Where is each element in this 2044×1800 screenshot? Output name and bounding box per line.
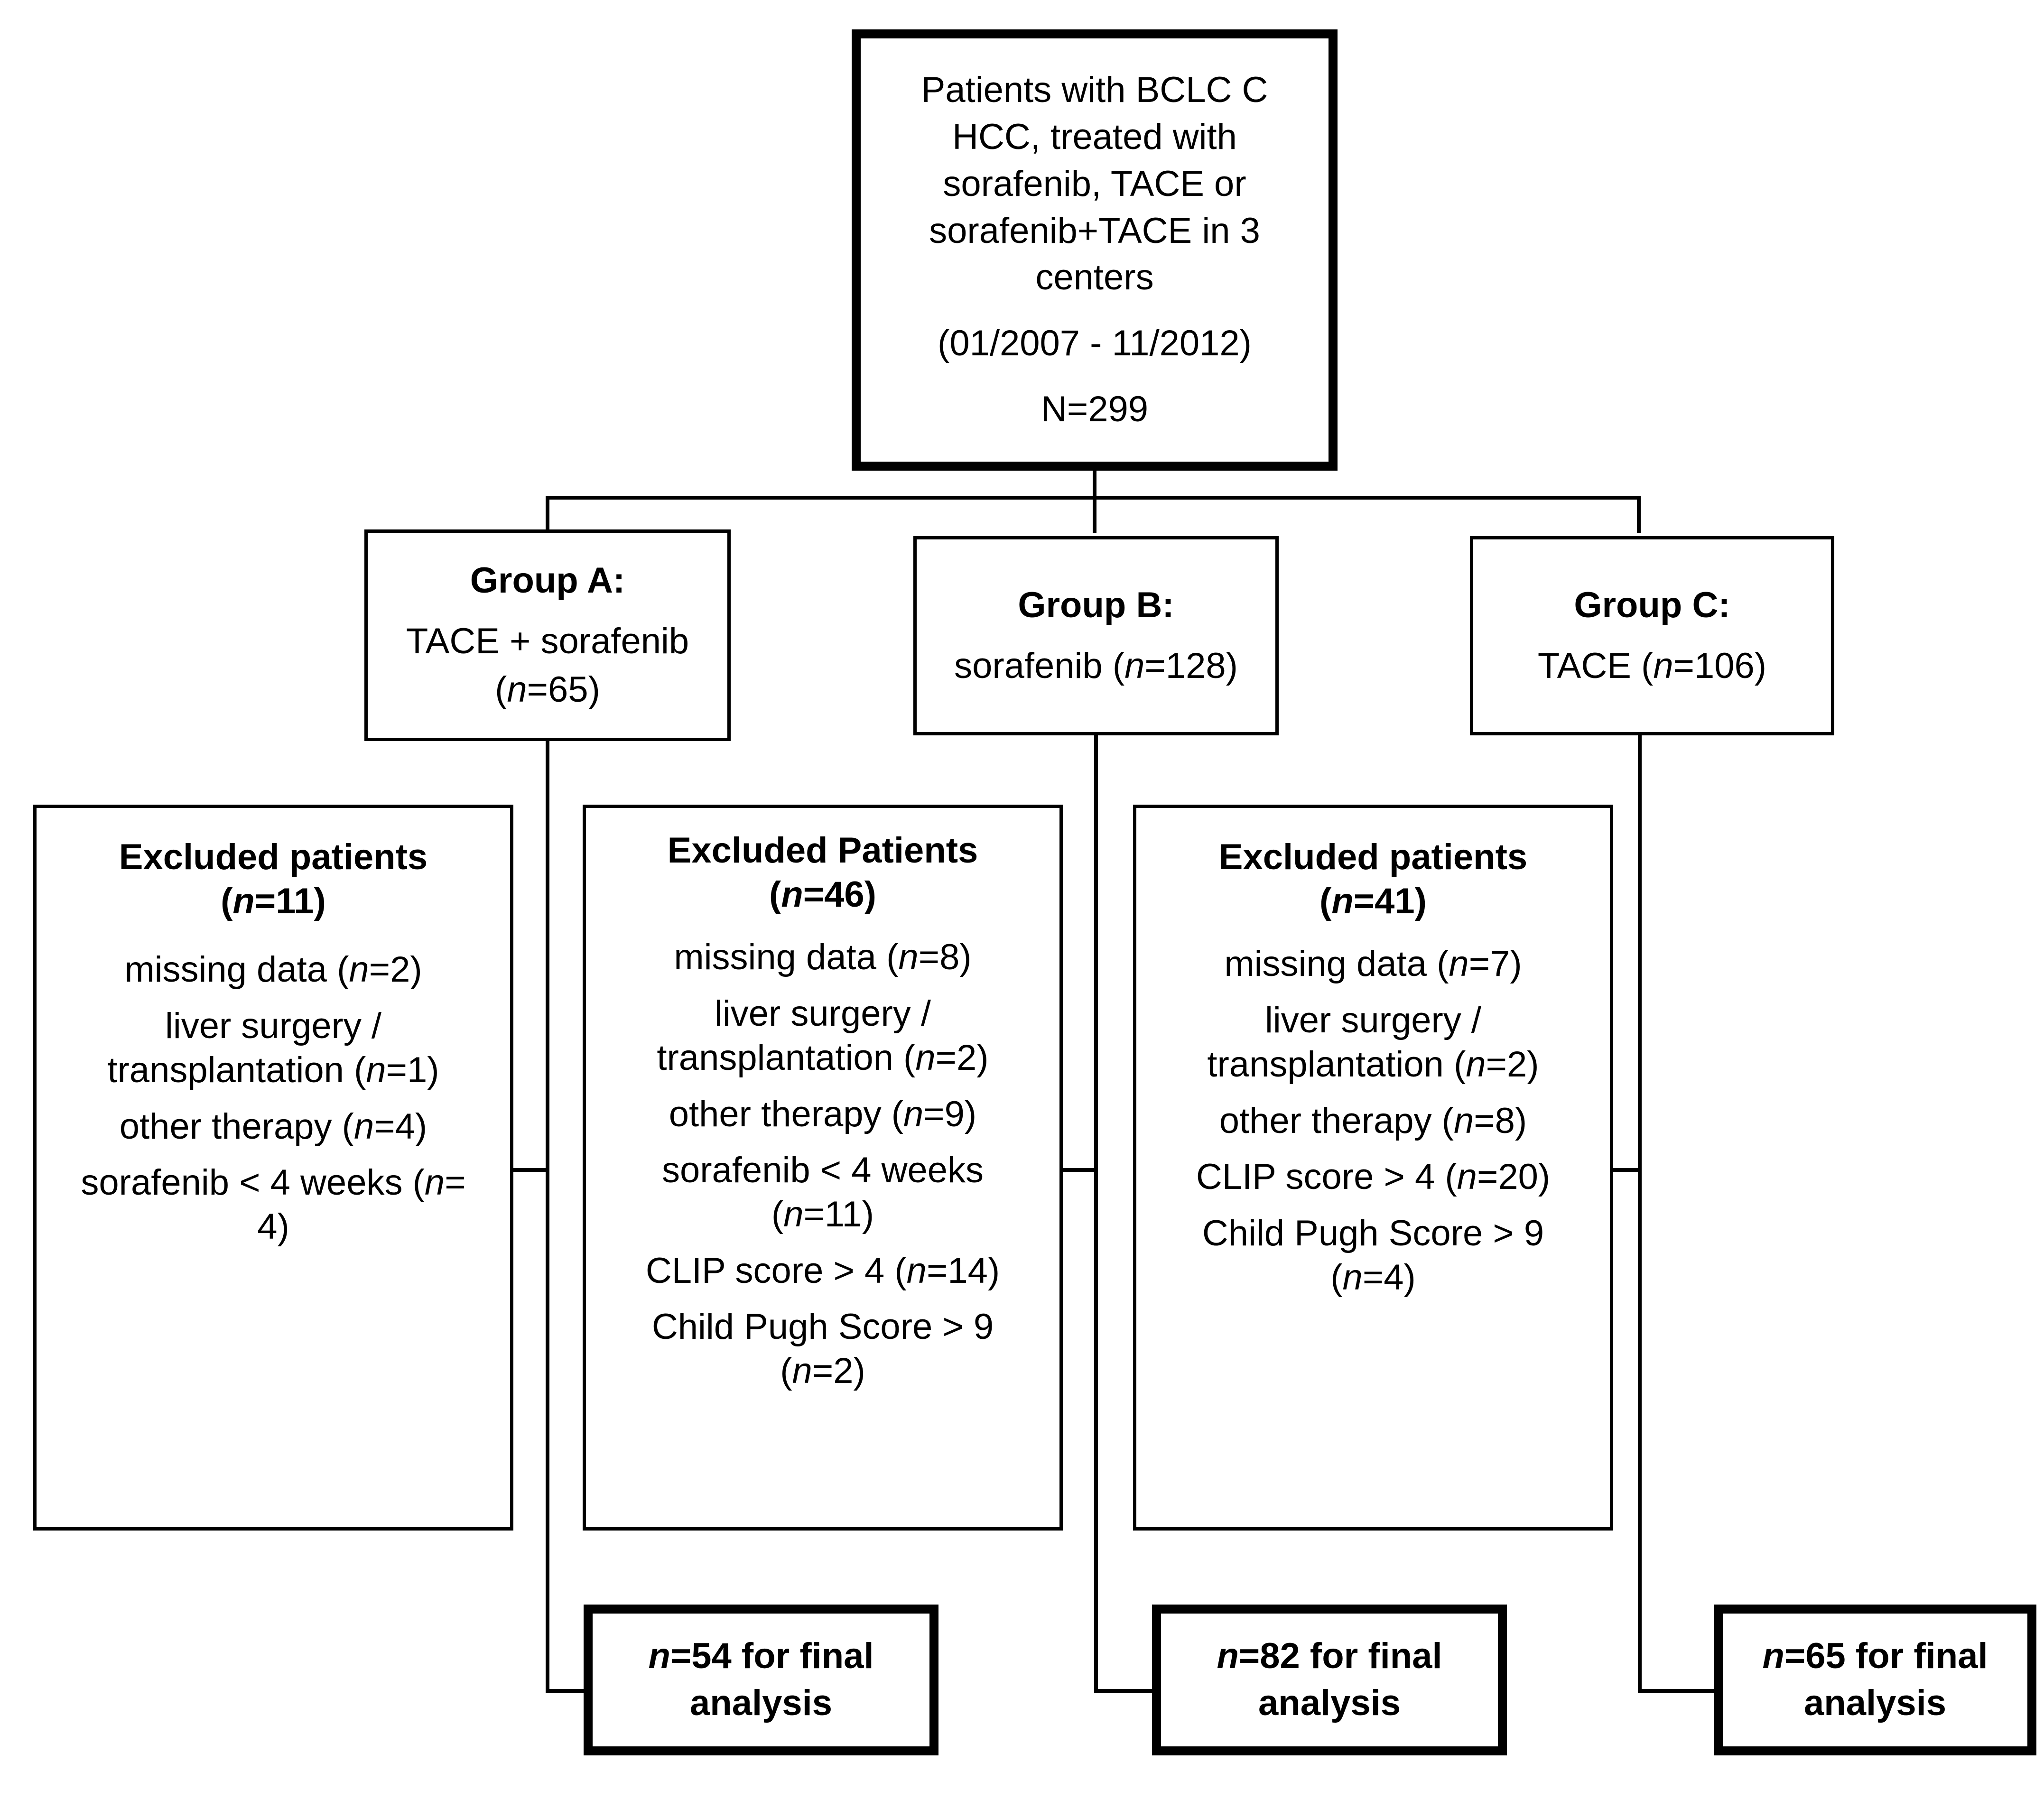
excluded-c-item-4-line1: Child Pugh Score > 9 [1202, 1213, 1544, 1254]
root-line-3: sorafenib, TACE or [943, 163, 1246, 204]
group-b-treatment: sorafenib (n=128) [954, 646, 1238, 686]
group-a-n: (n=65) [495, 669, 600, 710]
final-a-line-1: n=54 for final [648, 1636, 874, 1677]
spine-b-vertical [1094, 735, 1098, 1693]
spine-c-to-final [1638, 1689, 1716, 1693]
group-b-box: Group B: sorafenib (n=128) [913, 536, 1279, 735]
root-line-4: sorafenib+TACE in 3 [929, 210, 1260, 251]
excluded-a-item-1-line2: transplantation (n=1) [107, 1049, 439, 1090]
excluded-c-heading-n: (n=41) [1319, 881, 1427, 921]
group-a-treatment: TACE + sorafenib [406, 621, 689, 662]
final-b-box: n=82 for final analysis [1152, 1605, 1507, 1755]
excluded-a-heading: Excluded patients [119, 837, 428, 877]
group-c-box: Group C: TACE (n=106) [1470, 536, 1834, 735]
branch-b-to-excluded [1060, 1168, 1098, 1172]
connector-to-group-c [1637, 496, 1641, 533]
excluded-c-item-4-line2: (n=4) [1330, 1257, 1416, 1298]
spine-a-vertical [546, 740, 549, 1693]
excluded-c-box: Excluded patients (n=41) missing data (n… [1133, 805, 1613, 1531]
spine-a-to-final [546, 1689, 586, 1693]
excluded-b-item-0: missing data (n=8) [674, 937, 972, 978]
group-a-title: Group A: [470, 560, 625, 601]
excluded-a-item-1-line1: liver surgery / [165, 1006, 382, 1047]
root-line-2: HCC, treated with [952, 117, 1237, 157]
spine-c-vertical [1638, 735, 1642, 1693]
excluded-a-item-3-line1: sorafenib < 4 weeks (n= [81, 1162, 466, 1203]
root-total: N=299 [1041, 389, 1149, 429]
group-c-title: Group C: [1574, 585, 1730, 626]
excluded-c-item-2: other therapy (n=8) [1219, 1100, 1527, 1141]
spine-b-to-final [1094, 1689, 1153, 1693]
excluded-a-item-0: missing data (n=2) [124, 949, 422, 990]
excluded-c-item-3: CLIP score > 4 (n=20) [1196, 1157, 1551, 1197]
excluded-b-item-2: other therapy (n=9) [669, 1094, 977, 1134]
group-c-treatment: TACE (n=106) [1537, 646, 1767, 686]
final-b-line-1: n=82 for final [1217, 1636, 1442, 1677]
excluded-a-heading-n: (n=11) [221, 881, 326, 921]
excluded-b-item-5-line1: Child Pugh Score > 9 [651, 1307, 994, 1347]
connector-to-group-b [1093, 496, 1096, 533]
excluded-c-heading: Excluded patients [1218, 837, 1528, 877]
excluded-c-item-1-line2: transplantation (n=2) [1207, 1044, 1539, 1085]
excluded-b-box: Excluded Patients (n=46) missing data (n… [583, 805, 1063, 1531]
final-a-box: n=54 for final analysis [584, 1605, 938, 1755]
excluded-b-item-4: CLIP score > 4 (n=14) [645, 1250, 1000, 1291]
final-c-line-2: analysis [1804, 1683, 1946, 1723]
connector-to-group-a [546, 496, 549, 533]
group-b-title: Group B: [1018, 585, 1174, 626]
excluded-b-item-5-line2: (n=2) [780, 1351, 865, 1392]
final-c-line-1: n=65 for final [1762, 1636, 1988, 1677]
root-period: (01/2007 - 11/2012) [938, 323, 1252, 364]
final-b-line-2: analysis [1258, 1683, 1401, 1723]
excluded-a-box: Excluded patients (n=11) missing data (n… [33, 805, 513, 1531]
excluded-b-item-3-line1: sorafenib < 4 weeks [661, 1150, 984, 1191]
root-line-1: Patients with BCLC C [921, 70, 1268, 111]
root-line-5: centers [1035, 257, 1154, 298]
branch-a-to-excluded [510, 1168, 549, 1172]
excluded-c-item-0: missing data (n=7) [1224, 944, 1522, 984]
root-box: Patients with BCLC C HCC, treated with s… [852, 29, 1338, 471]
excluded-a-item-3-line2: 4) [257, 1206, 289, 1247]
connector-root-stub [1093, 470, 1096, 499]
excluded-b-item-3-line2: (n=11) [771, 1194, 874, 1235]
excluded-b-heading: Excluded Patients [667, 830, 978, 871]
excluded-b-item-1-line2: transplantation (n=2) [657, 1037, 989, 1078]
excluded-b-item-1-line1: liver surgery / [714, 993, 931, 1034]
excluded-c-item-1-line1: liver surgery / [1264, 1000, 1482, 1041]
group-a-box: Group A: TACE + sorafenib (n=65) [364, 529, 731, 741]
final-a-line-2: analysis [690, 1683, 832, 1723]
excluded-a-item-2: other therapy (n=4) [119, 1106, 427, 1147]
final-c-box: n=65 for final analysis [1714, 1605, 2036, 1755]
excluded-b-heading-n: (n=46) [769, 874, 876, 915]
branch-c-to-excluded [1604, 1168, 1642, 1172]
